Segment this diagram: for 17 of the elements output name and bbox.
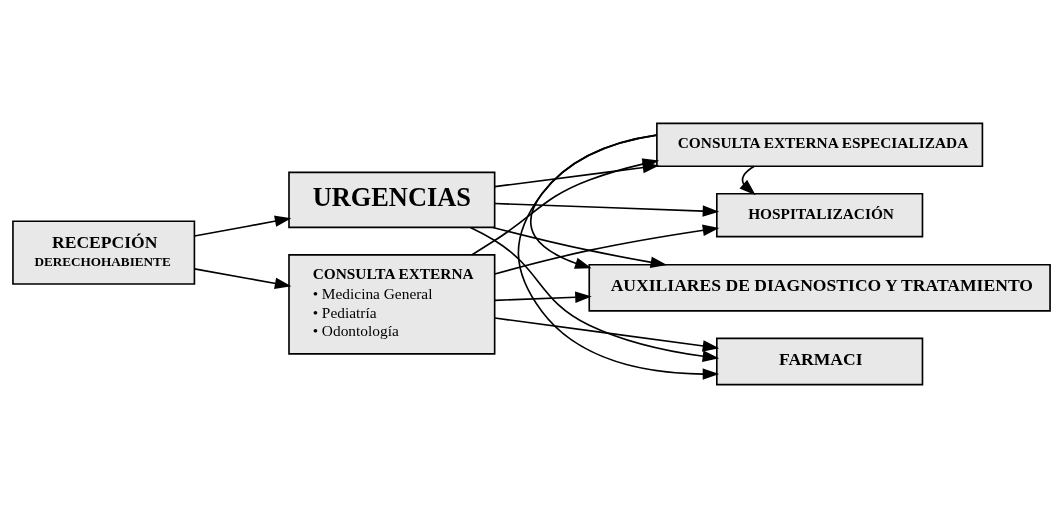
arrow <box>193 215 292 237</box>
arrow <box>494 291 592 304</box>
arrow <box>739 165 756 196</box>
node-box: HOSPITALIZACIÓN <box>716 192 924 238</box>
arrow <box>193 268 292 290</box>
node-box: AUXILIARES DE DIAGNOSTICO Y TRATAMIENTO <box>588 263 1051 312</box>
node-box: URGENCIAS <box>288 171 496 229</box>
arrow <box>492 226 668 268</box>
arrow <box>469 226 720 362</box>
arrow <box>494 202 720 217</box>
node-box: RECEPCIÓN DERECHOHABIENTE <box>12 220 196 285</box>
arrow <box>493 224 720 275</box>
arrow <box>517 134 720 380</box>
arrow <box>494 317 720 352</box>
node-box: FARMACI <box>716 337 924 386</box>
node-box: CONSULTA EXTERNA • Medicina General • Pediatría • Odontología <box>288 254 496 355</box>
node-box: CONSULTA EXTERNA ESPECIALIZADA <box>656 122 984 168</box>
